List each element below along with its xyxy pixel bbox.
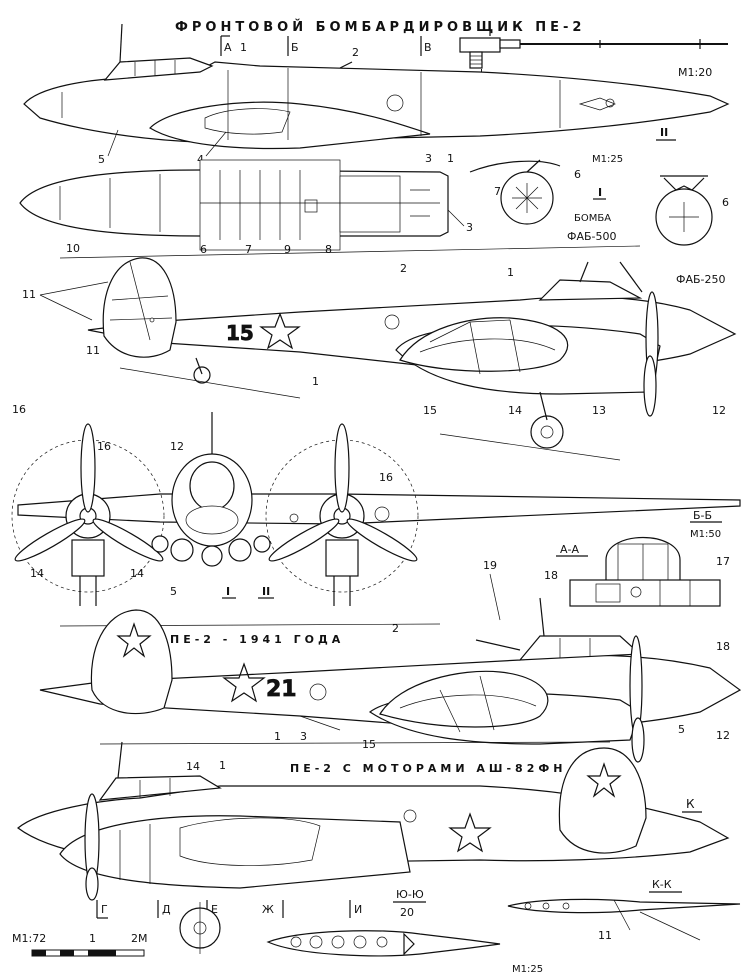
section-d-label: Д: [162, 903, 171, 916]
side-view-top: [23, 23, 730, 150]
callout-7-a: 7: [245, 243, 252, 256]
front-roman-2: II: [262, 585, 270, 598]
callout-4: 4: [197, 153, 204, 166]
section-k-label: К: [686, 797, 695, 811]
callout-2-b: 2: [400, 262, 407, 275]
title-ash82: ПЕ-2 С МОТОРАМИ АШ-82ФН: [290, 762, 566, 775]
scale-bar-end: 2М: [131, 932, 148, 945]
bomb-details: М1:25 II 7 6 I БОМБА ФАБ-500 6 ФАБ-250: [469, 126, 729, 286]
callout-11-a: 11: [22, 288, 36, 301]
callout-7-b: 7: [494, 185, 501, 198]
callout-6-c: 6: [722, 196, 729, 209]
callout-14-a: 14: [508, 404, 522, 417]
red-star-15: [259, 312, 301, 350]
callout-18-b: 18: [716, 640, 730, 653]
section-bb-scale: М1:50: [690, 529, 721, 540]
callout-1-b: 1: [507, 266, 514, 279]
callout-3-b: 3: [466, 221, 473, 234]
red-star-21: [222, 662, 266, 703]
section-bb-label: Б-Б: [693, 509, 712, 522]
callout-5-b: 5: [170, 585, 177, 598]
side-view-15: 15: [59, 245, 737, 461]
section-v-label: В: [424, 41, 432, 54]
callout-16-c: 16: [379, 471, 393, 484]
bomb-fab250-label: ФАБ-250: [676, 273, 726, 286]
scale-bar: [31, 949, 145, 957]
callout-6-b: 6: [574, 168, 581, 181]
callout-9: 9: [284, 243, 291, 256]
callout-5-a: 5: [98, 153, 105, 166]
callout-18-a: 18: [544, 569, 558, 582]
callout-15-a: 15: [423, 404, 437, 417]
section-a-label: А: [224, 41, 232, 54]
cross-sections: Б-Б М1:50 А-А: [556, 509, 722, 607]
section-g-label: Г: [101, 903, 108, 916]
callout-12-b: 12: [170, 440, 184, 453]
section-i-label: И: [354, 903, 362, 916]
section-b-label: Б: [291, 41, 299, 54]
callout-16-b: 16: [97, 440, 111, 453]
section-aa-label: А-А: [560, 543, 579, 556]
section-markers-bottom: Г Д Е Ж И: [96, 900, 362, 919]
callout-13: 13: [592, 404, 606, 417]
section-yuyu-drawing: [266, 930, 501, 957]
bomb-scale-label: М1:25: [592, 154, 623, 165]
callout-10: 10: [66, 242, 80, 255]
bomb-label: БОМБА: [574, 213, 611, 224]
callout-14-c: 14: [130, 567, 144, 580]
scale-bar-mid: 1: [89, 932, 96, 945]
callout-11-b: 11: [86, 344, 100, 357]
section-kk-label: К-К: [652, 878, 672, 891]
section-yu-number: 20: [400, 906, 414, 919]
callout-2-top: 2: [352, 46, 359, 59]
callout-6-a: 6: [200, 243, 207, 256]
callout-5-c: 5: [678, 723, 685, 736]
tail-number-21: 21: [266, 677, 297, 702]
side-view-ash82: [17, 741, 730, 901]
bomb-roman-1: I: [598, 186, 602, 199]
main-title: ФРОНТОВОЙ БОМБАРДИРОВЩИК ПЕ-2: [175, 19, 585, 35]
title-1941: ПЕ-2 - 1941 ГОДА: [170, 633, 344, 646]
machine-gun-detail: I М1:20: [459, 30, 728, 79]
side-view-1941: 21: [39, 597, 742, 763]
callout-16-a: 16: [12, 403, 26, 416]
section-markers-top: А 1 Б В 2: [220, 35, 432, 59]
callout-1-c: 1: [312, 375, 319, 388]
callout-2-c: 2: [392, 622, 399, 635]
callout-14-b: 14: [30, 567, 44, 580]
callout-3-a: 3: [425, 152, 432, 165]
section-zh-label: Ж: [262, 903, 274, 916]
section-yu-scale: М1:25: [512, 964, 543, 975]
callout-1-d: 1: [274, 730, 281, 743]
bomb-roman-2-top: II: [660, 126, 668, 139]
front-roman-1: I: [226, 585, 230, 598]
gun-scale-label: М1:20: [678, 66, 712, 79]
callout-12-c: 12: [716, 729, 730, 742]
section-yuyu-label: Ю-Ю: [396, 888, 424, 901]
callout-3-c: 3: [300, 730, 307, 743]
callout-17: 17: [716, 555, 730, 568]
callout-8: 8: [325, 243, 332, 256]
main-scale-label: М1:72: [12, 932, 46, 945]
section-e-label: Е: [211, 903, 218, 916]
callout-14-d: 14: [186, 760, 200, 773]
section-kk-drawing: [507, 898, 741, 941]
callout-1-top: 1: [240, 41, 247, 54]
front-view: [11, 412, 741, 606]
callout-19: 19: [483, 559, 497, 572]
bottom-view: [19, 159, 449, 251]
callout-15-b: 15: [362, 738, 376, 751]
callout-1-a: 1: [447, 152, 454, 165]
callout-11-c: 11: [598, 929, 612, 942]
bomb-fab500-label: ФАБ-500: [567, 230, 617, 243]
callout-1-e: 1: [219, 759, 226, 772]
callout-12-a: 12: [712, 404, 726, 417]
tail-number-15: 15: [226, 321, 254, 345]
